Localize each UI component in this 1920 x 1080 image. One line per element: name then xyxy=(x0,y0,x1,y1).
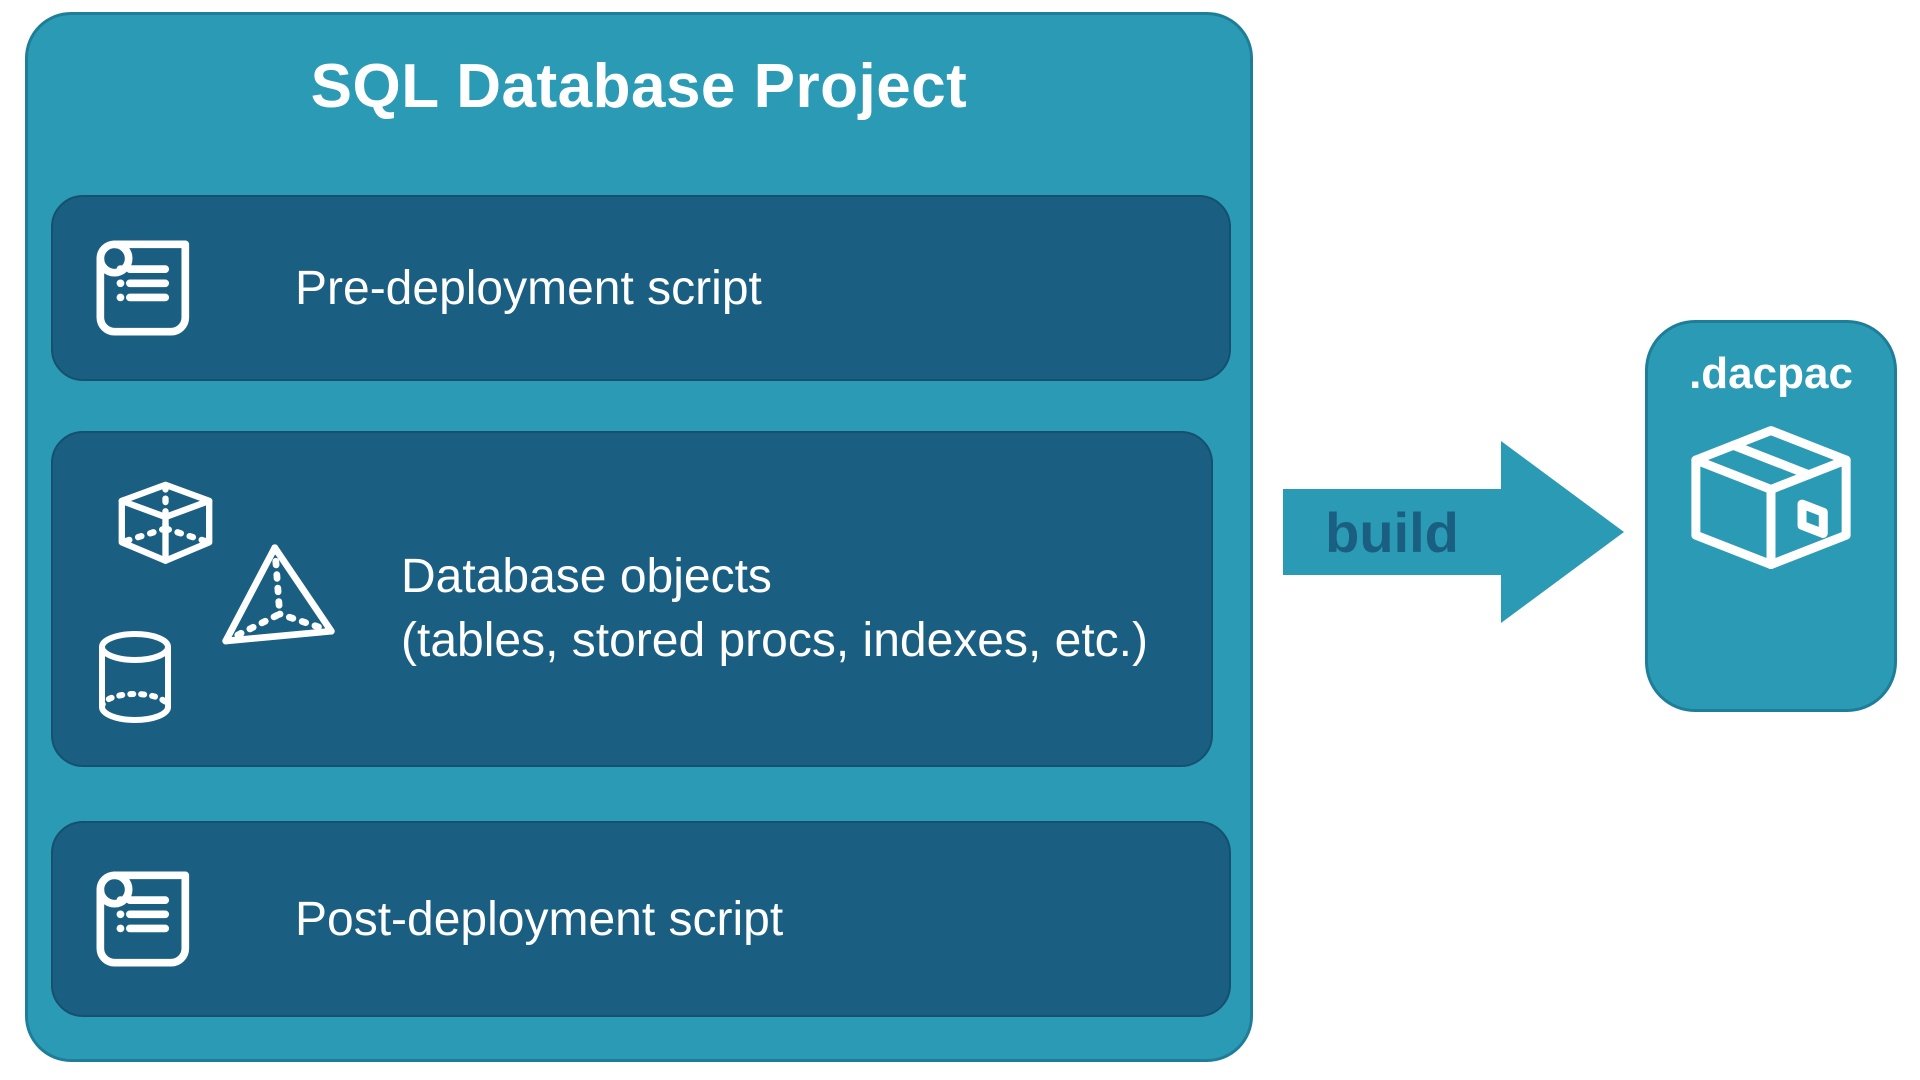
pre-deployment-box: Pre-deployment script xyxy=(51,195,1231,381)
database-objects-box: Database objects (tables, stored procs, … xyxy=(51,431,1213,767)
database-objects-sublabel: (tables, stored procs, indexes, etc.) xyxy=(401,614,1148,667)
pyramid-icon xyxy=(222,544,335,645)
sql-project-box: SQL Database Project Pre-deployment scri… xyxy=(25,12,1253,1062)
build-arrow-icon xyxy=(1283,441,1624,623)
post-deployment-box: Post-deployment script xyxy=(51,821,1231,1017)
scroll-icon xyxy=(96,240,190,336)
post-deployment-row: Post-deployment script xyxy=(53,823,1229,1015)
cube-icon xyxy=(118,481,213,564)
build-label: build xyxy=(1325,500,1459,564)
pre-deployment-row: Pre-deployment script xyxy=(53,197,1229,379)
package-icon xyxy=(1691,426,1851,570)
project-title: SQL Database Project xyxy=(310,52,968,121)
pre-deployment-label: Pre-deployment script xyxy=(295,261,762,315)
database-objects-text: Database objects (tables, stored procs, … xyxy=(401,545,1148,673)
scroll-icon xyxy=(96,871,190,967)
dacpac-box: .dacpac xyxy=(1645,320,1897,712)
cylinder-icon xyxy=(99,631,171,723)
database-objects-label: Database objects xyxy=(401,550,772,603)
post-deployment-label: Post-deployment script xyxy=(295,892,784,946)
dacpac-label: .dacpac xyxy=(1689,349,1853,398)
